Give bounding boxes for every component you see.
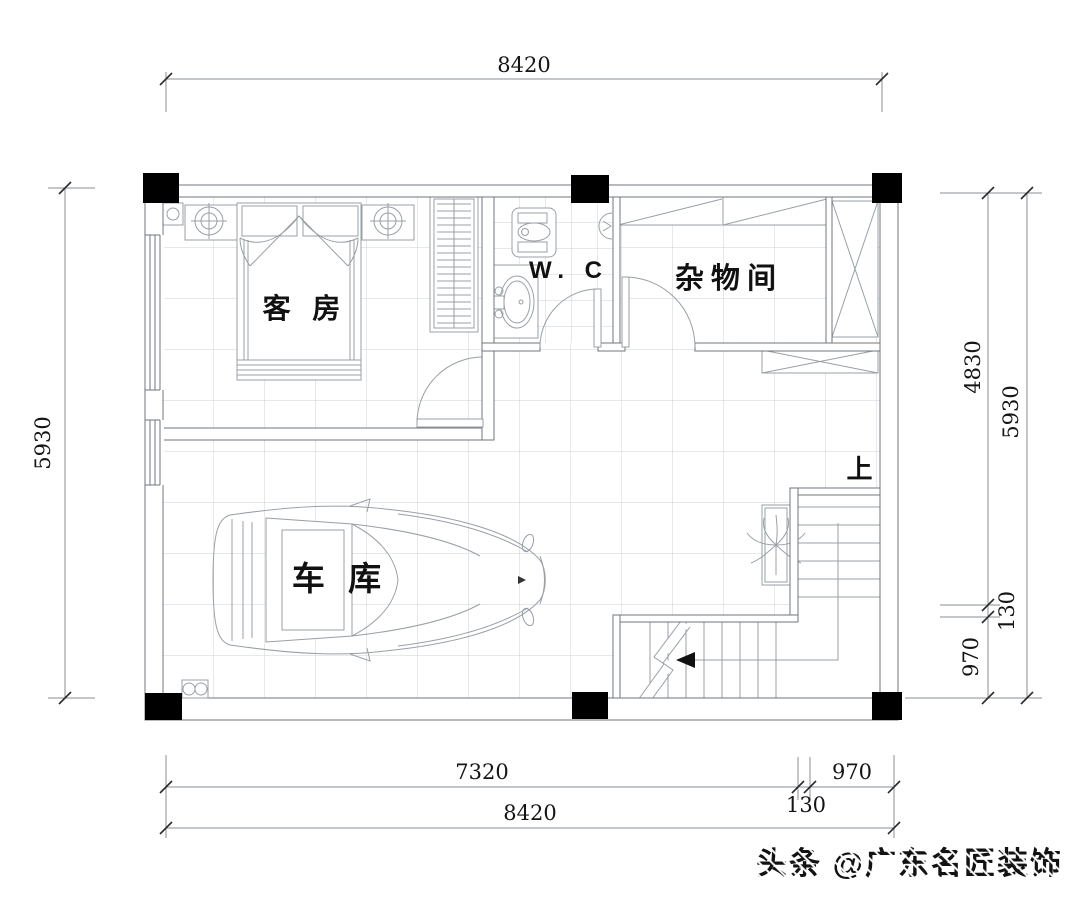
room-label-storage: 杂物间 — [675, 262, 783, 295]
squat-toilet — [511, 207, 557, 258]
room-label-guest: 客 房 — [263, 292, 348, 324]
wall-stair-north — [789, 487, 881, 496]
dim-bottom-main: 7320 — [455, 760, 508, 784]
watermark-text: 头条 @广东名匠装饰 — [756, 846, 1063, 881]
window-west-guestroom — [144, 234, 164, 391]
storage-wardrobe — [831, 192, 879, 338]
wall-north — [144, 184, 899, 198]
column-bottom-middle — [572, 692, 608, 719]
car-top-view — [212, 498, 546, 662]
column-top-left — [143, 173, 179, 203]
guest-room-nightstand-right — [361, 203, 415, 241]
door-storage — [621, 276, 696, 348]
storage-top-shelf — [617, 196, 829, 226]
wall-south — [144, 697, 899, 721]
wall-wc-south-b — [597, 342, 626, 352]
wall-stair-west — [789, 487, 799, 623]
stairs-up-label: 上 — [846, 454, 879, 484]
dim-right-lower: 970 — [959, 637, 983, 677]
staircase — [637, 506, 880, 707]
wall-mounted-fixture — [598, 212, 613, 240]
structural-columns — [143, 173, 902, 720]
wall-stair-lower — [612, 614, 799, 623]
wall-guestroom-east — [481, 196, 495, 441]
wall-wc-storage — [612, 196, 621, 344]
dim-right-gap: 130 — [995, 591, 1019, 631]
dimension-lines — [48, 72, 1042, 838]
dim-bottom-gap: 130 — [786, 793, 826, 817]
dim-left-total: 5930 — [31, 416, 55, 469]
guest-room-corner-unit — [162, 202, 184, 226]
guest-room-nightstand-left — [184, 203, 238, 241]
louvered-cabinet — [429, 194, 479, 333]
stair-direction-arrow — [676, 652, 695, 668]
room-label-garage: 车 库 — [292, 560, 388, 597]
wall-guestroom-south — [144, 427, 495, 441]
column-bottom-left — [145, 693, 182, 720]
window-west-garage — [144, 419, 164, 486]
column-top-right — [872, 173, 902, 203]
stair-planter — [746, 504, 806, 586]
door-wc — [539, 288, 602, 348]
door-guest-room — [416, 356, 484, 428]
utility-meters — [181, 679, 209, 699]
wall-storage-south — [694, 342, 881, 352]
wall-storage-east — [825, 196, 833, 344]
wc-sink — [492, 264, 539, 339]
guest-room-bed — [236, 202, 362, 381]
dim-right-total: 5930 — [999, 385, 1023, 438]
room-label-wc: W. C — [529, 257, 609, 284]
dim-bottom-total: 8420 — [503, 801, 556, 825]
dim-right-upper: 4830 — [961, 340, 985, 393]
dim-top-total: 8420 — [497, 53, 550, 77]
column-bottom-right — [872, 692, 902, 720]
column-top-middle — [571, 175, 609, 203]
dim-bottom-stair: 970 — [832, 760, 872, 784]
wall-east — [879, 184, 899, 706]
low-cabinet — [761, 349, 879, 374]
wall-wc-south-a — [481, 342, 541, 352]
wall-stair-lower-west — [612, 614, 621, 699]
